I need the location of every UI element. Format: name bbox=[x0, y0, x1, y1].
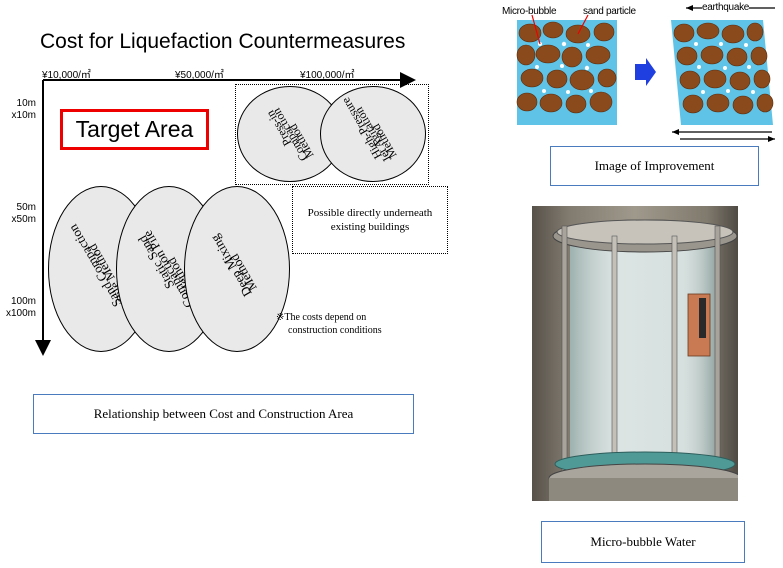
blue-right-arrow bbox=[635, 58, 656, 86]
label-earthquake: earthquake bbox=[702, 2, 750, 13]
x-tick-3: ¥100,000/㎡ bbox=[300, 70, 355, 81]
tank-drawing bbox=[532, 206, 738, 501]
improvement-caption: Image of Improvement bbox=[550, 146, 759, 186]
diagram-caption: Relationship between Cost and Constructi… bbox=[33, 394, 414, 434]
cost-remark: ※The costs depend on construction condit… bbox=[276, 312, 382, 336]
micro-bubble-photo bbox=[532, 206, 738, 501]
note-box: Possible directly underneath existing bu… bbox=[292, 186, 448, 254]
label-sand-particle: sand particle bbox=[583, 6, 636, 17]
improvement-illustration bbox=[516, 5, 775, 142]
label-micro-bubble: Micro-bubble bbox=[502, 6, 557, 17]
x-tick-1: ¥10,000/㎡ bbox=[42, 70, 91, 81]
target-area-box: Target Area bbox=[60, 109, 209, 150]
x-tick-2: ¥50,000/㎡ bbox=[175, 70, 224, 81]
diagram-title: Cost for Liquefaction Countermeasures bbox=[40, 30, 406, 53]
directly-underneath-group bbox=[235, 84, 429, 185]
photo-caption: Micro-bubble Water bbox=[541, 521, 745, 563]
